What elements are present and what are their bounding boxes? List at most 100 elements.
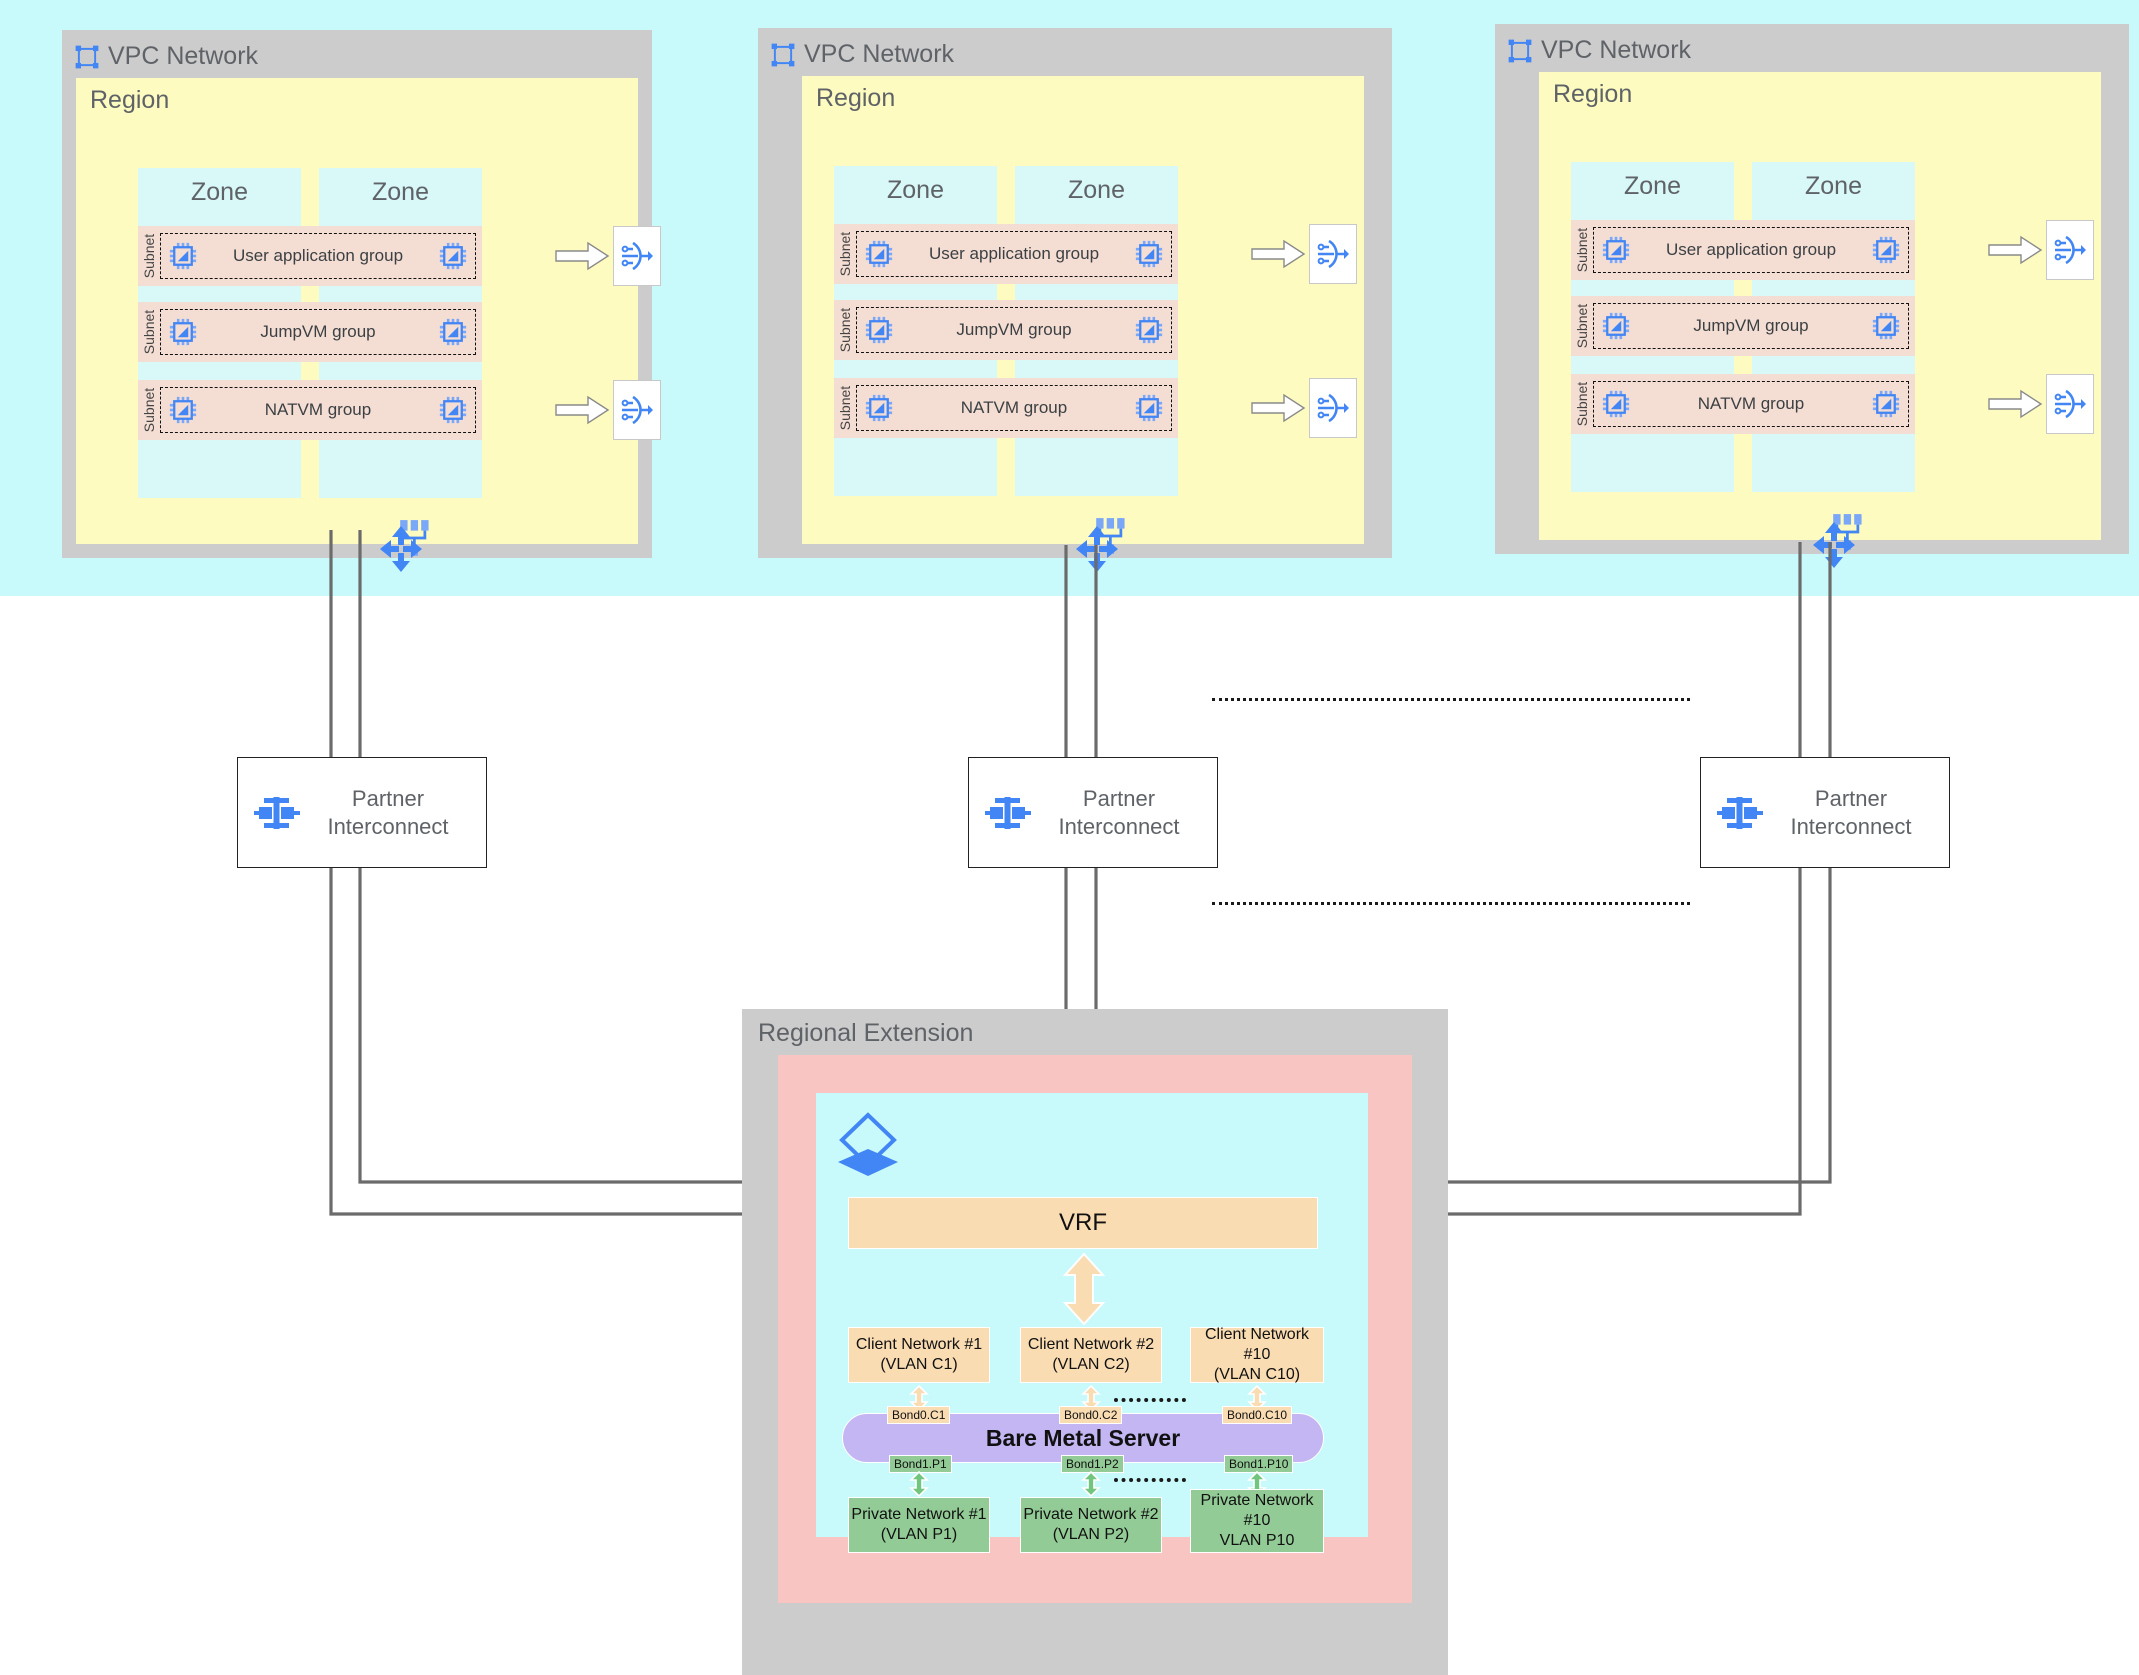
bond-label-p2: Bond1.P2 bbox=[1061, 1455, 1124, 1473]
pi-line-2: Interconnect bbox=[1790, 813, 1912, 839]
private-network-10[interactable]: Private Network #10 VLAN P10 bbox=[1190, 1489, 1324, 1553]
cloud-nat-gateway[interactable] bbox=[1309, 378, 1357, 438]
vpc-title: VPC Network bbox=[804, 40, 955, 68]
layered-stack-icon bbox=[838, 1112, 898, 1176]
vpc-title: VPC Network bbox=[108, 42, 259, 70]
cloud-router-icon[interactable] bbox=[1812, 521, 1856, 569]
subnet-row[interactable]: Subnet User application group bbox=[1571, 220, 1915, 280]
group-label: User application group bbox=[928, 244, 1100, 263]
vpc-title: VPC Network bbox=[1541, 36, 1692, 64]
partner-interconnect-1[interactable]: Partner Interconnect bbox=[237, 757, 487, 868]
private-network-line1: Private Network #1 bbox=[851, 1506, 987, 1523]
pi-line-1: Partner bbox=[1082, 786, 1156, 811]
vm-chip-icon bbox=[865, 240, 893, 268]
vrf-to-client-arrow bbox=[1062, 1252, 1106, 1326]
instance-group[interactable]: JumpVM group bbox=[1593, 303, 1909, 349]
partner-interconnect-label: Partner Interconnect bbox=[1763, 785, 1949, 840]
client-network-line1: Client Network #10 bbox=[1204, 1326, 1310, 1363]
regional-extension-pink-zone: VRF Client Network #1 (VLAN C1) Client N… bbox=[778, 1055, 1412, 1603]
private-network-2[interactable]: Private Network #2 (VLAN P2) bbox=[1020, 1497, 1162, 1553]
vm-chip-icon bbox=[169, 396, 197, 424]
partner-interconnect-2[interactable]: Partner Interconnect bbox=[968, 757, 1218, 868]
bond-label-p10: Bond1.P10 bbox=[1224, 1455, 1294, 1473]
client-network-line2: (VLAN C2) bbox=[1052, 1356, 1130, 1373]
vm-chip-icon bbox=[865, 316, 893, 344]
region-label: Region bbox=[90, 86, 170, 114]
pi-line-1: Partner bbox=[351, 786, 425, 811]
region-2: Region Zone Zone Subnet User application… bbox=[802, 76, 1364, 554]
zone-label: Zone bbox=[372, 178, 429, 206]
zone-label: Zone bbox=[887, 176, 944, 204]
client-network-line2: (VLAN C10) bbox=[1213, 1366, 1301, 1383]
cloud-nat-gateway[interactable] bbox=[1309, 224, 1357, 284]
instance-group[interactable]: NATVM group bbox=[160, 387, 476, 433]
cloud-nat-icon bbox=[1317, 393, 1349, 423]
region-1: Region Zone Zone Subnet User application… bbox=[76, 78, 638, 556]
cloud-nat-gateway[interactable] bbox=[2046, 374, 2094, 434]
zone-label: Zone bbox=[1624, 172, 1681, 200]
vm-chip-icon bbox=[169, 318, 197, 346]
bond-label-p1: Bond1.P1 bbox=[889, 1455, 952, 1473]
arrow-to-nat bbox=[1988, 235, 2043, 265]
instance-group[interactable]: JumpVM group bbox=[160, 309, 476, 355]
client-network-line1: Client Network #1 bbox=[855, 1336, 983, 1353]
group-label: JumpVM group bbox=[260, 322, 376, 341]
vpc-network-icon bbox=[75, 45, 99, 69]
cloud-nat-gateway[interactable] bbox=[2046, 220, 2094, 280]
bare-metal-server-label: Bare Metal Server bbox=[985, 1424, 1181, 1451]
private-network-line1: Private Network bbox=[1200, 1492, 1314, 1509]
region-3: Region Zone Zone Subnet User application… bbox=[1539, 72, 2101, 550]
instance-group[interactable]: User application group bbox=[160, 233, 476, 279]
client-network-line2: (VLAN C1) bbox=[880, 1356, 958, 1373]
cloud-nat-gateway[interactable] bbox=[613, 226, 661, 286]
client-network-1[interactable]: Client Network #1 (VLAN C1) bbox=[848, 1327, 990, 1383]
vm-chip-icon bbox=[439, 242, 467, 270]
private-network-line1: Private Network #2 bbox=[1023, 1506, 1159, 1523]
private-network-1[interactable]: Private Network #1 (VLAN P1) bbox=[848, 1497, 990, 1553]
arrow-to-nat bbox=[555, 241, 610, 271]
vpc-network-3[interactable]: VPC Network Region Zone Zone Subnet User… bbox=[1495, 24, 2129, 568]
group-label: JumpVM group bbox=[1693, 316, 1809, 335]
vm-chip-icon bbox=[865, 394, 893, 422]
vm-chip-icon bbox=[1872, 312, 1900, 340]
partner-interconnect-3[interactable]: Partner Interconnect bbox=[1700, 757, 1950, 868]
arrow-to-nat bbox=[1988, 389, 2043, 419]
instance-group[interactable]: User application group bbox=[856, 231, 1172, 277]
subnet-row[interactable]: Subnet NATVM group bbox=[834, 378, 1178, 438]
subnet-row[interactable]: Subnet User application group bbox=[834, 224, 1178, 284]
zone-label: Zone bbox=[1805, 172, 1862, 200]
partner-interconnect-icon bbox=[1717, 796, 1763, 829]
vrf-box[interactable]: VRF bbox=[848, 1197, 1318, 1249]
vpc-network-icon bbox=[771, 43, 795, 67]
subnet-row[interactable]: Subnet JumpVM group bbox=[1571, 296, 1915, 356]
client-network-10[interactable]: Client Network #10 (VLAN C10) bbox=[1190, 1326, 1324, 1383]
partner-interconnect-label: Partner Interconnect bbox=[1031, 785, 1217, 840]
cloud-nat-icon bbox=[2054, 235, 2086, 265]
instance-group[interactable]: JumpVM group bbox=[856, 307, 1172, 353]
instance-group[interactable]: NATVM group bbox=[1593, 381, 1909, 427]
cloud-nat-gateway[interactable] bbox=[613, 380, 661, 440]
subnet-row[interactable]: Subnet User application group bbox=[138, 226, 482, 286]
vm-chip-icon bbox=[169, 242, 197, 270]
private-bond-arrow-2 bbox=[1081, 1470, 1101, 1498]
client-network-line1: Client Network #2 bbox=[1027, 1336, 1155, 1353]
private-network-line3: VLAN P10 bbox=[1219, 1532, 1295, 1549]
zone-label: Zone bbox=[191, 178, 248, 206]
subnet-row[interactable]: Subnet NATVM group bbox=[138, 380, 482, 440]
regional-extension[interactable]: Regional Extension VRF Client Network #1… bbox=[742, 1009, 1448, 1675]
cloud-router-icon[interactable] bbox=[379, 525, 423, 573]
vpc-network-1[interactable]: VPC Network Region Zone Zone Subnet User… bbox=[62, 30, 661, 572]
private-network-line2: (VLAN P2) bbox=[1052, 1526, 1130, 1543]
vm-chip-icon bbox=[1602, 390, 1630, 418]
subnet-row[interactable]: Subnet JumpVM group bbox=[138, 302, 482, 362]
instance-group[interactable]: User application group bbox=[1593, 227, 1909, 273]
vm-chip-icon bbox=[439, 318, 467, 346]
instance-group[interactable]: NATVM group bbox=[856, 385, 1172, 431]
arrow-to-nat bbox=[1251, 239, 1306, 269]
bond-label-c10: Bond0.C10 bbox=[1222, 1406, 1293, 1424]
subnet-row[interactable]: Subnet NATVM group bbox=[1571, 374, 1915, 434]
vrf-label: VRF bbox=[1059, 1209, 1107, 1236]
subnet-row[interactable]: Subnet JumpVM group bbox=[834, 300, 1178, 360]
vpc-network-2[interactable]: VPC Network Region Zone Zone Subnet User… bbox=[758, 28, 1392, 572]
client-network-2[interactable]: Client Network #2 (VLAN C2) bbox=[1020, 1327, 1162, 1383]
